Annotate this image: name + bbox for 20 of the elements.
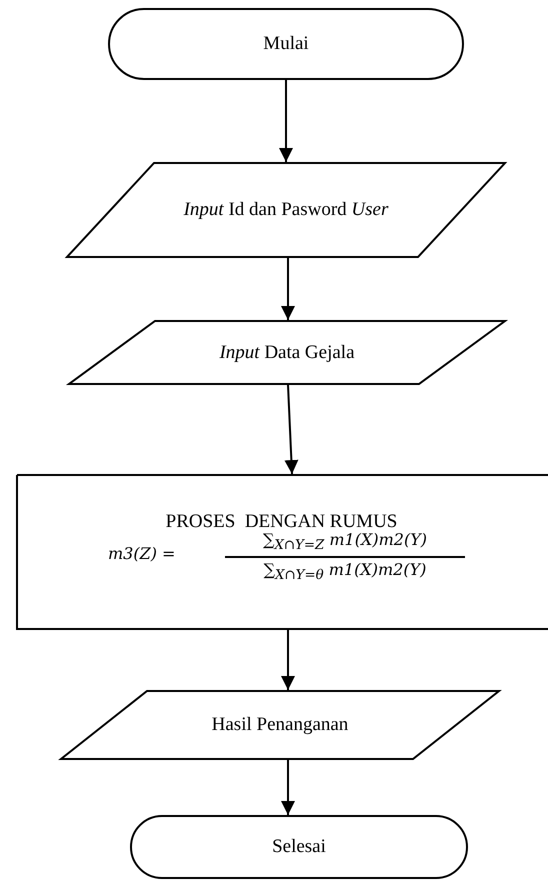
input-output-parallelogram [60,690,500,760]
input-output-parallelogram [66,162,506,258]
arrow [281,760,295,815]
terminator-label: Selesai [271,835,327,860]
process-box [16,474,547,630]
io-label: Hasil Penanganan [210,713,350,738]
io-label: Input Id dan Pasword User [182,198,390,222]
input-output-parallelogram [68,320,506,385]
terminator-label: Mulai [262,32,310,56]
terminator-shape [130,815,468,879]
formula-numerator: ∑$_{X∩Y=Z}$ m1(X)m2(Y) [262,530,428,555]
arrow [279,80,293,162]
formula-denominator: ∑$_{X∩Y=θ}$ m1(X)m2(Y) [262,560,428,585]
arrow [284,384,298,474]
arrow [281,630,295,690]
process-heading: PROSES DENGAN RUMUS [164,510,398,533]
arrow [281,258,295,320]
formula-lhs: m3(Z) = [108,544,176,564]
io-label: Input Data Gejala [218,340,356,365]
terminator-shape [108,8,464,80]
